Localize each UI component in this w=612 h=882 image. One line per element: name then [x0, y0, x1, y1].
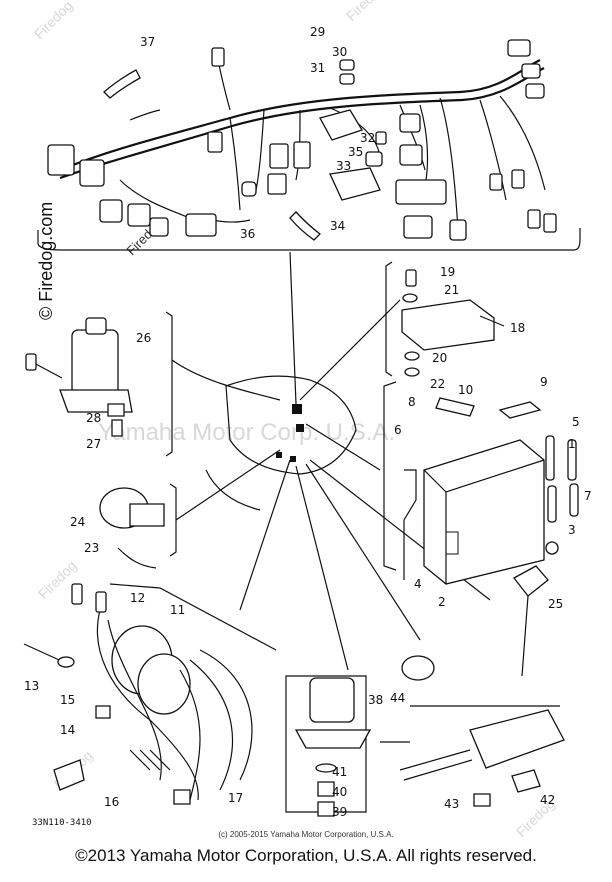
callout-17: 17	[228, 791, 243, 805]
leader-lines	[171, 251, 491, 671]
bracket-relay	[385, 261, 393, 377]
callout-22: 22	[430, 377, 445, 391]
callout-26: 26	[136, 331, 151, 345]
callout-34: 34	[330, 219, 345, 233]
callout-39: 39	[332, 805, 347, 819]
callout-37: 37	[140, 35, 155, 49]
callouts: 37 29 30 31 32 35 33 34 36 19 21 18 20 2…	[24, 25, 592, 819]
callout-3: 3	[568, 523, 576, 537]
battery	[403, 397, 579, 585]
footer-copyright: ©2013 Yamaha Motor Corporation, U.S.A. A…	[75, 846, 537, 865]
callout-9: 9	[540, 375, 548, 389]
watermark-center: Yamaha Motor Corp. U.S.A.	[98, 419, 395, 446]
callout-5: 5	[572, 415, 580, 429]
callout-24: 24	[70, 515, 85, 529]
callout-13: 13	[24, 679, 39, 693]
callout-29: 29	[310, 25, 325, 39]
callout-35: 35	[348, 145, 363, 159]
starter-motor	[399, 709, 565, 807]
callout-44: 44	[390, 691, 405, 705]
pickup-coil	[99, 487, 165, 569]
relay-unit	[401, 269, 505, 377]
callout-36: 36	[240, 227, 255, 241]
callout-42: 42	[540, 793, 555, 807]
watermark-brand-side: © Firedog.com	[36, 202, 56, 320]
callout-43: 43	[444, 797, 459, 811]
catalog-number: 33N110-3410	[32, 818, 92, 828]
bracket-pickup	[169, 483, 177, 557]
callout-19: 19	[440, 265, 455, 279]
callout-11: 11	[170, 603, 185, 617]
callout-12: 12	[130, 591, 145, 605]
callout-23: 23	[84, 541, 99, 555]
bracket-coils	[109, 583, 277, 651]
bracket-battery	[383, 381, 397, 571]
bracket-ignition	[165, 311, 173, 457]
harness-connectors	[47, 39, 557, 241]
callout-8: 8	[408, 395, 416, 409]
frame-sketch	[205, 375, 357, 511]
ignition-switch	[25, 317, 133, 437]
ignition-coils	[23, 583, 253, 805]
callout-32: 32	[360, 131, 375, 145]
callout-7: 7	[584, 489, 592, 503]
callout-38: 38	[368, 693, 383, 707]
watermark-top-left: Firedog	[31, 0, 76, 42]
callout-18: 18	[510, 321, 525, 335]
callout-28: 28	[86, 411, 101, 425]
wire-harness	[59, 49, 546, 231]
callout-20: 20	[432, 351, 447, 365]
fuse-holder	[401, 655, 435, 681]
harness-group-bracket	[37, 228, 581, 251]
callout-1: 1	[568, 437, 576, 451]
callout-6: 6	[394, 423, 402, 437]
callout-31: 31	[310, 61, 325, 75]
callout-4: 4	[414, 577, 422, 591]
callout-16: 16	[104, 795, 119, 809]
callout-27: 27	[86, 437, 101, 451]
callout-2: 2	[438, 595, 446, 609]
bracket-solenoid	[285, 675, 367, 813]
callout-41: 41	[332, 765, 347, 779]
callout-33: 33	[336, 159, 351, 173]
callout-14: 14	[60, 723, 75, 737]
starter-solenoid	[294, 677, 410, 817]
watermark-top-right: Firedog	[343, 0, 388, 24]
diagram-copyright: (c) 2005-2015 Yamaha Motor Corporation, …	[218, 830, 394, 839]
callout-15: 15	[60, 693, 75, 707]
callout-25: 25	[548, 597, 563, 611]
callout-21: 21	[444, 283, 459, 297]
callout-40: 40	[332, 785, 347, 799]
callout-10: 10	[458, 383, 473, 397]
callout-30: 30	[332, 45, 347, 59]
starter-relay	[513, 541, 559, 677]
